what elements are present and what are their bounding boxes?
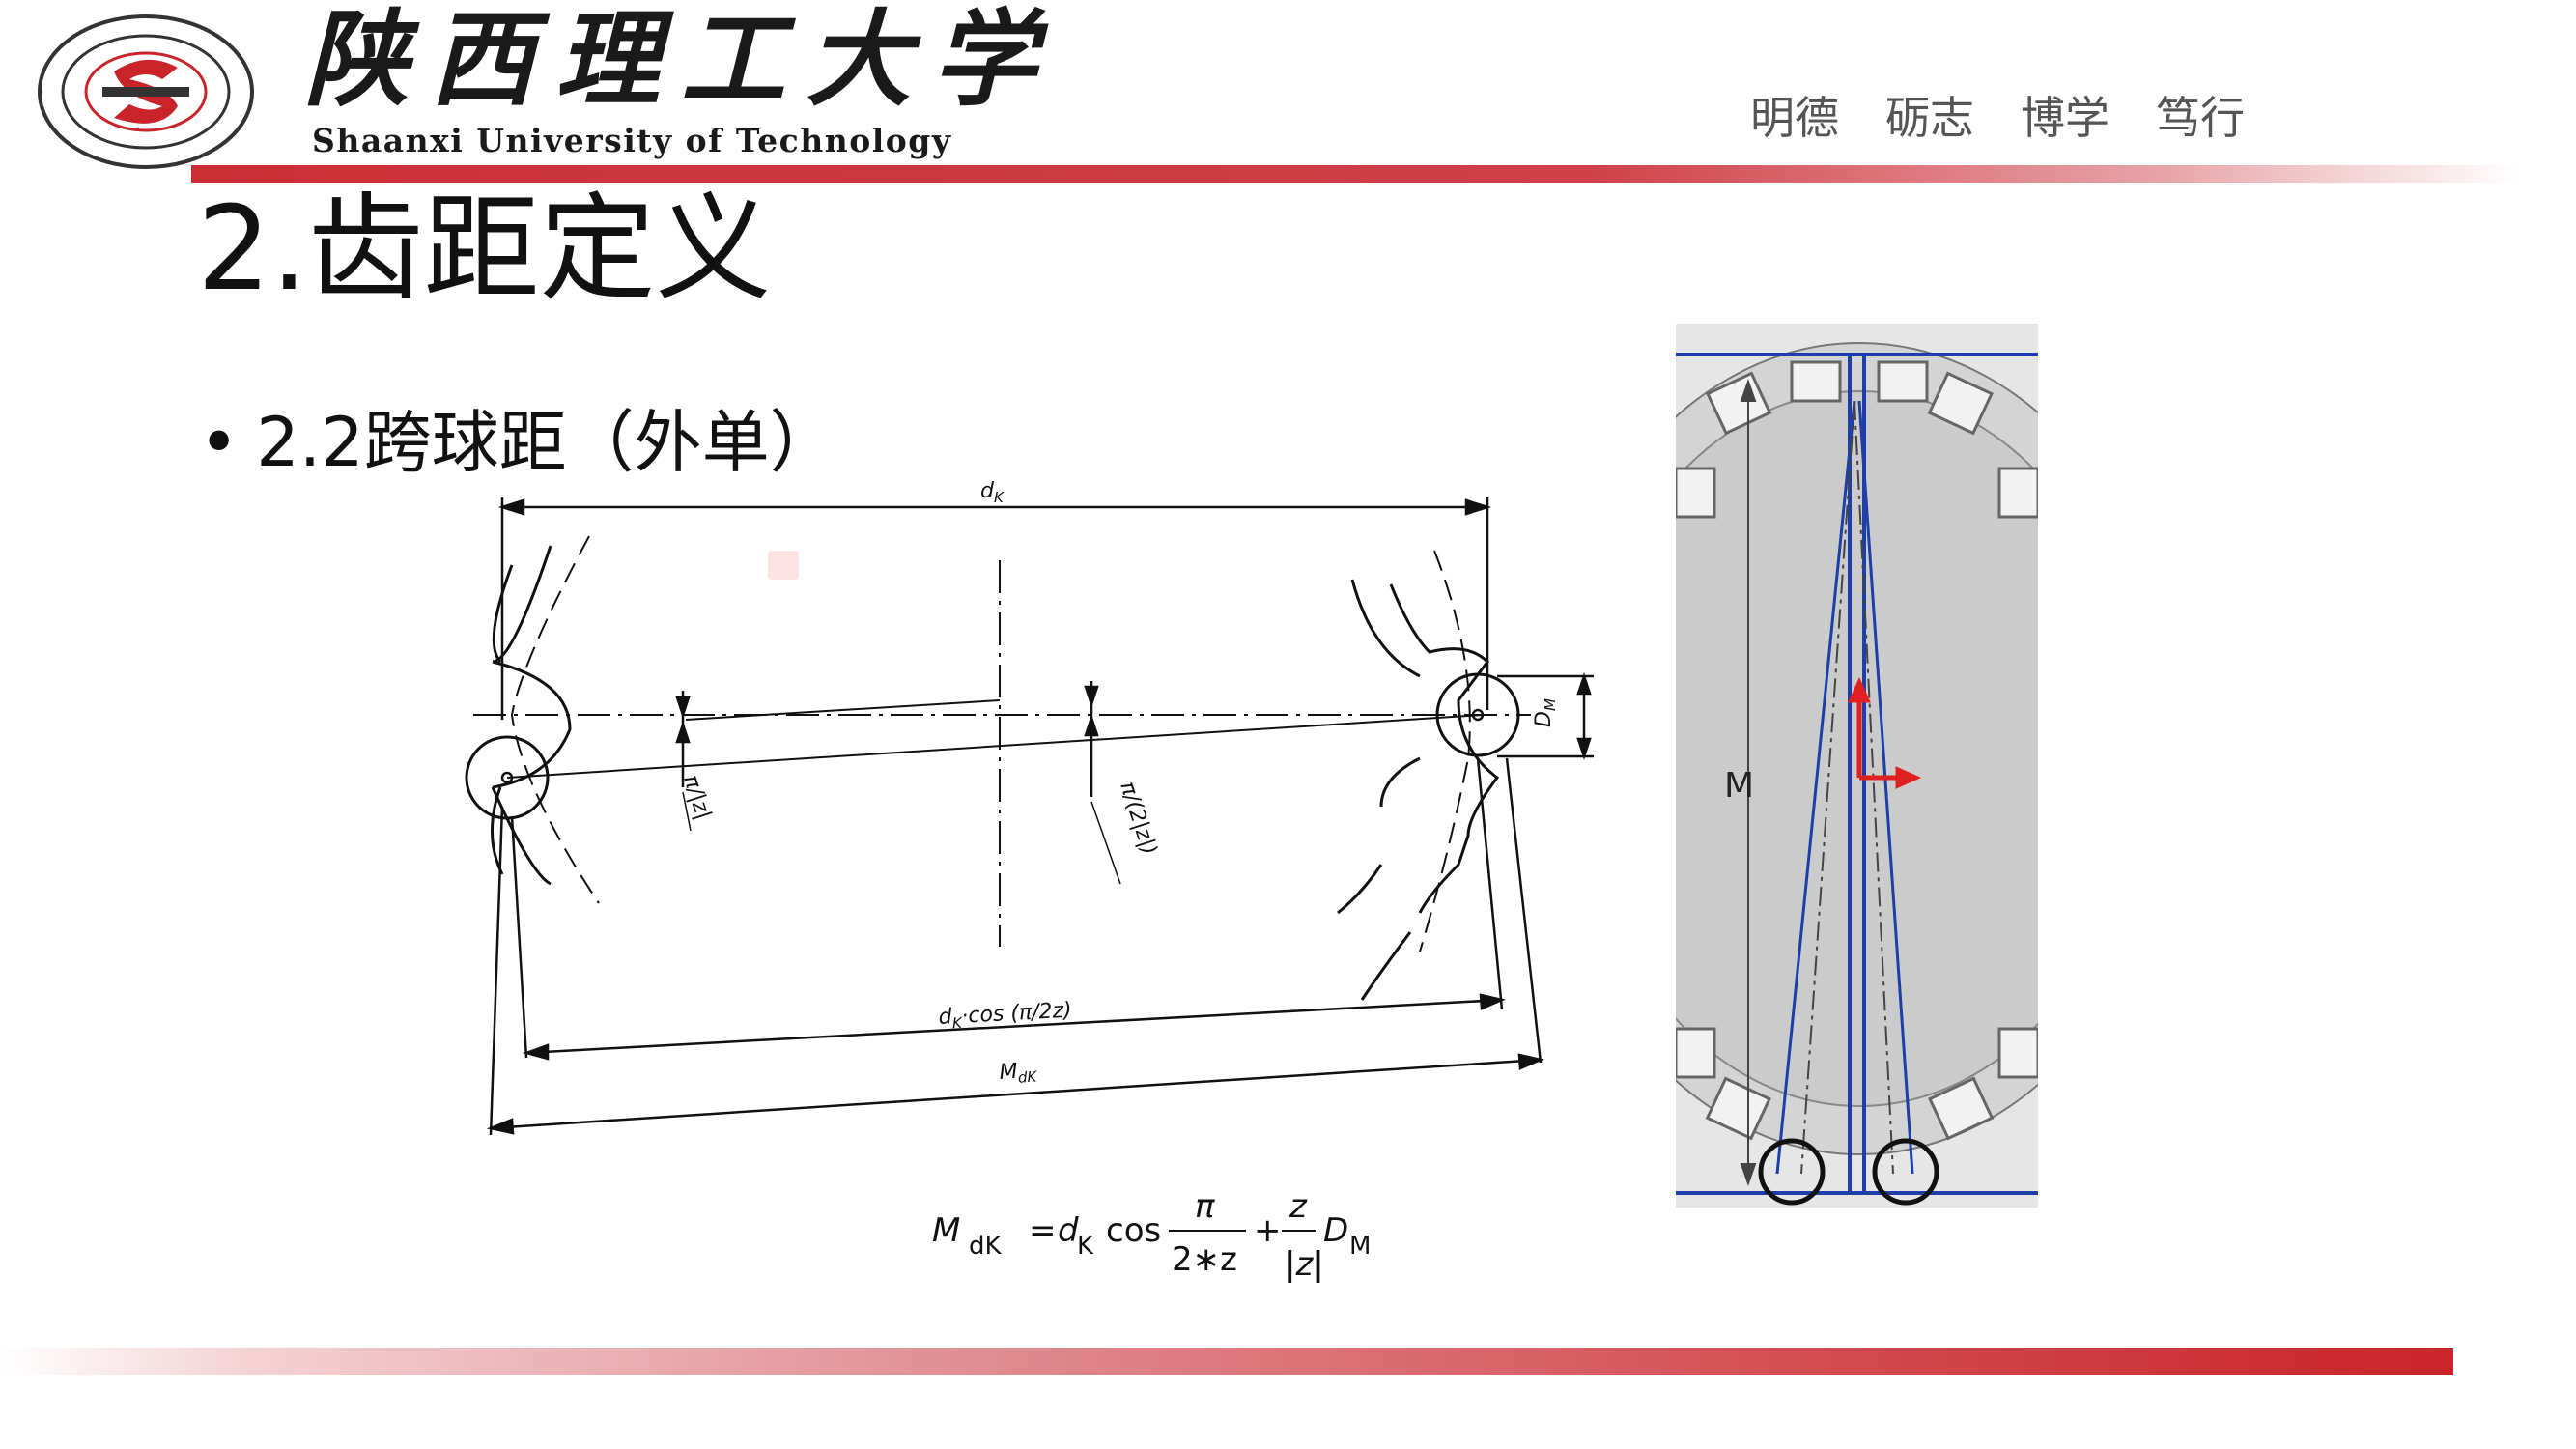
- dk-cos-dimension-line: [525, 998, 1503, 1055]
- svg-text:d: d: [1058, 1211, 1079, 1250]
- motto-word: 笃行: [2156, 92, 2245, 144]
- svg-text:cos: cos: [1106, 1211, 1161, 1250]
- faint-marker: [768, 551, 799, 580]
- svg-text:M: M: [1349, 1232, 1371, 1261]
- measuring-ball-right: [1872, 1138, 1939, 1206]
- dk-arrowheads: [497, 498, 1492, 516]
- svg-text:dK: dK: [969, 1232, 1003, 1261]
- svg-text:K: K: [1077, 1232, 1094, 1261]
- bullet-dot-icon: •: [199, 403, 240, 482]
- motto-word: 博学: [2021, 92, 2109, 144]
- gear-section-figure: M: [1676, 324, 2038, 1208]
- slide-title: 2.齿距定义: [197, 183, 772, 317]
- svg-text:=: =: [1029, 1211, 1057, 1250]
- motto-word: 明德: [1750, 92, 1839, 144]
- bullet-text: 2.2跨球距（外单）: [256, 403, 837, 482]
- svg-text:+: +: [1254, 1211, 1282, 1250]
- footer-divider-bar: [0, 1348, 2453, 1375]
- right-gear-teeth: [1360, 583, 1500, 1001]
- left-ball: [465, 735, 550, 820]
- ball-distance-diagram: dK DM π/|z| π/(2|z|) dK·cos (π/2z) MdK: [465, 479, 1594, 1136]
- bullet-item: •2.2跨球距（外单）: [199, 388, 837, 486]
- left-gear-teeth: [491, 545, 572, 886]
- formula-mdk: M dK = d K cos π 2∗z + z |z| D M: [932, 1187, 1371, 1284]
- svg-text:|z|: |z|: [1285, 1245, 1324, 1284]
- svg-text:2∗z: 2∗z: [1172, 1240, 1237, 1279]
- svg-text:π: π: [1195, 1187, 1215, 1226]
- header-divider-bar: [191, 165, 2519, 183]
- label-dm: DM: [1532, 698, 1559, 727]
- university-name-cn: 陕西理工大学: [304, 0, 1059, 121]
- motto-word: 砺志: [1885, 92, 1974, 144]
- measuring-ball-left: [1758, 1138, 1826, 1206]
- ball-center-line: [506, 714, 1484, 779]
- university-name-en: Shaanxi University of Technology: [312, 122, 952, 159]
- label-mdk: MdK: [999, 1058, 1038, 1087]
- svg-text:z: z: [1288, 1187, 1308, 1226]
- svg-text:M: M: [932, 1211, 960, 1250]
- label-m: M: [1724, 766, 1754, 806]
- university-seal-logo: [38, 14, 254, 169]
- label-dk: dK: [980, 479, 1005, 506]
- mdk-dimension-line: [490, 1058, 1542, 1130]
- motto: 明德砺志博学笃行: [1750, 83, 2291, 147]
- right-ball: [1435, 672, 1520, 757]
- label-angle-pi-2z: π/(2|z|): [1115, 779, 1161, 858]
- label-dk-cos: dK·cos (π/2z): [938, 999, 1072, 1033]
- svg-text:D: D: [1323, 1211, 1348, 1250]
